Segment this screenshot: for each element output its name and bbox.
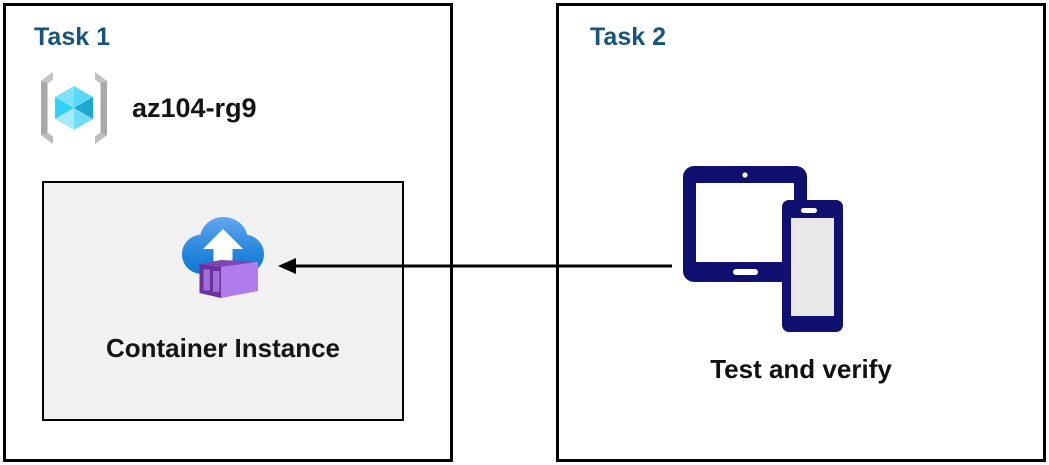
resource-box-container-instance: Container Instance	[42, 181, 404, 421]
resource-group-row: az104-rg9	[34, 68, 257, 148]
tablet-and-phone-icon	[683, 166, 843, 332]
panel-title-task-2: Task 2	[590, 23, 666, 51]
panel-task-2: Task 2 Test and verify	[556, 3, 1046, 462]
device-label-test-and-verify: Test and verify	[710, 354, 892, 384]
resource-group-icon	[41, 72, 107, 144]
panel-title-task-1: Task 1	[34, 23, 110, 51]
panel-task-1: Task 1 az104-rg9	[3, 3, 453, 462]
container-instance-icon	[182, 217, 264, 298]
resource-group-label: az104-rg9	[132, 92, 257, 123]
resource-label-container-instance: Container Instance	[105, 333, 341, 363]
